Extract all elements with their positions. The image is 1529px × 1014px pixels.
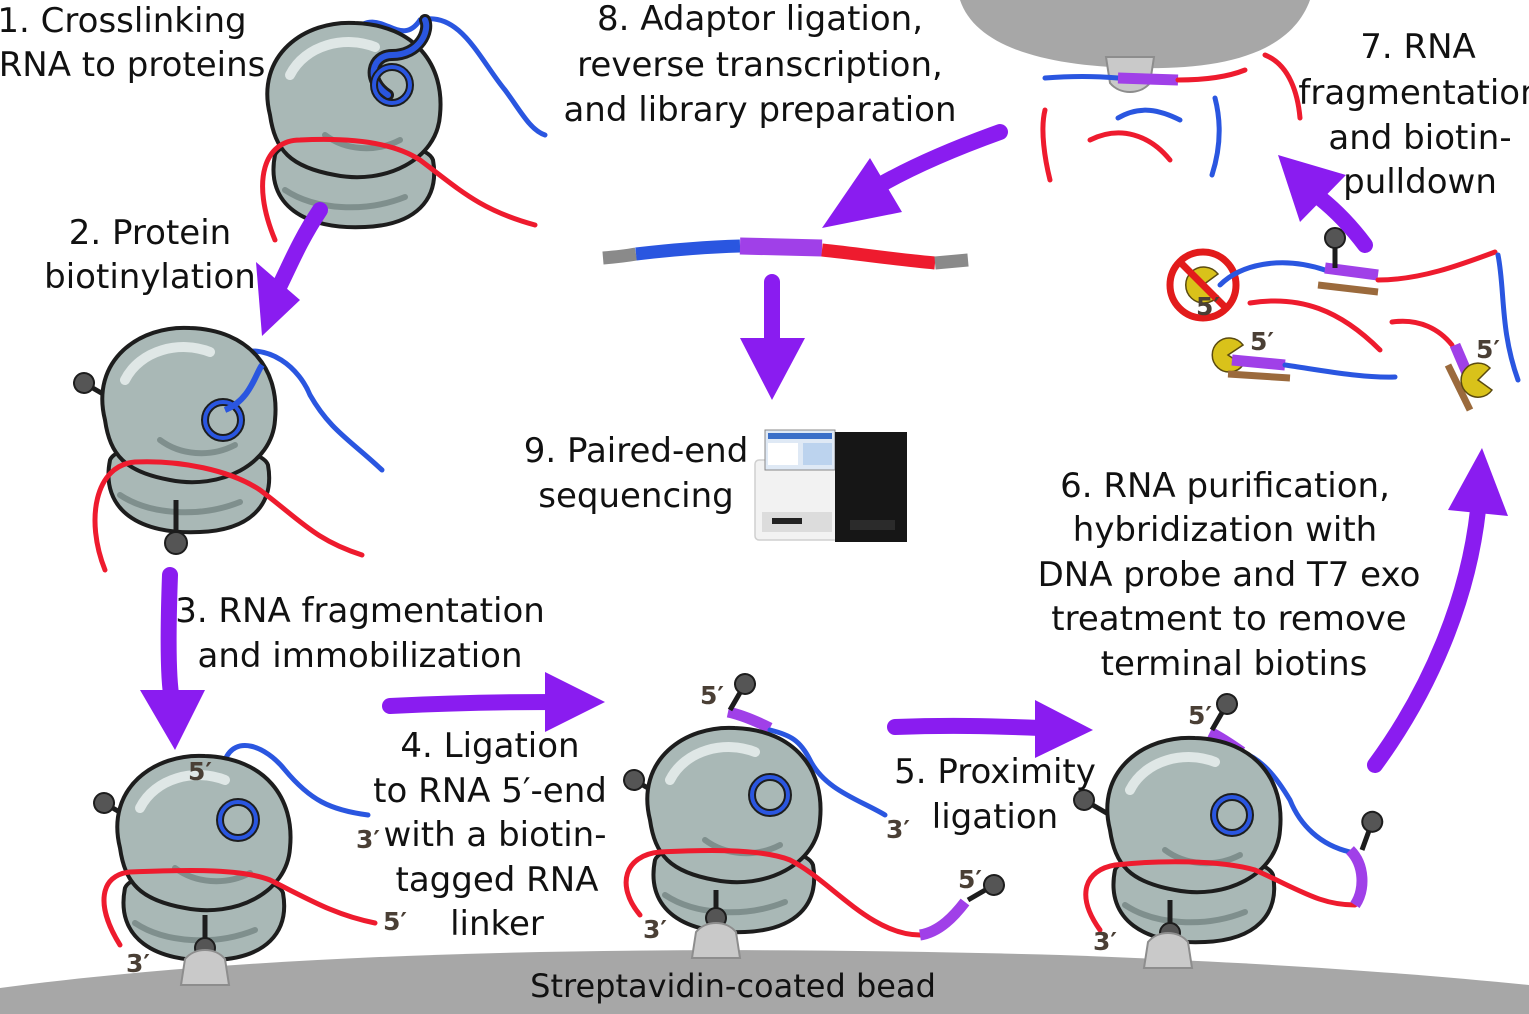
step3-five-prime-top: 5′ (188, 757, 212, 786)
step9-label-line1: 9. Paired-end (524, 431, 749, 471)
step6-label-line5: terminal biotins (1101, 644, 1368, 684)
step2-label-line1: 2. Protein (69, 213, 231, 253)
arrow-step7-to-step8 (822, 124, 1008, 228)
arrow-step6-to-step7 (1278, 155, 1373, 253)
step7-label-line2: fragmentation (1298, 73, 1529, 113)
step5-protein-rna (1070, 690, 1385, 969)
step4-three-prime-left: 3′ (643, 915, 667, 944)
step4-label-line5: linker (450, 904, 544, 944)
step8-label-line1: 8. Adaptor ligation, (597, 0, 923, 39)
step1-protein-rna (260, 14, 548, 243)
step7-label-line3: and biotin- (1328, 118, 1511, 158)
step6-five-prime-blocked: 5′ (1196, 292, 1220, 321)
step3-protein-rna (90, 743, 378, 986)
step4-label-line3: with a biotin- (383, 815, 606, 855)
step8-label-line2: reverse transcription, (577, 45, 943, 85)
step3-three-prime-left: 3′ (126, 949, 150, 978)
step5-three-prime-left: 3′ (1093, 927, 1117, 956)
bead-label: Streptavidin-coated bead (530, 967, 936, 1005)
step1-label-line2: RNA to proteins (0, 45, 265, 85)
step2-label-line2: biotinylation (44, 257, 256, 297)
step8-label-line3: and library preparation (563, 90, 956, 130)
arrow-step2-to-step3 (140, 567, 205, 750)
step2-protein-rna (70, 328, 385, 573)
step7-pulldown-fragments (1040, 52, 1303, 183)
step3-three-prime-right: 3′ (356, 825, 380, 854)
step9-label-line2: sequencing (538, 476, 734, 516)
step6-five-prime-right: 5′ (1476, 335, 1500, 364)
exonuclease-pacman-icon-2 (1211, 337, 1245, 373)
step3-five-prime-right: 5′ (383, 907, 407, 936)
step4-label-line4: tagged RNA (396, 860, 599, 900)
step6-label-line4: treatment to remove (1051, 599, 1406, 639)
step6-hybridized-fragments (1166, 228, 1521, 412)
step4-five-prime-right: 5′ (958, 865, 982, 894)
arrow-step6-up (1367, 448, 1508, 773)
step4-label-line2: to RNA 5′-end (373, 771, 607, 811)
step7-label-line4: pulldown (1343, 162, 1497, 202)
arrow-step3-to-step4 (382, 672, 605, 732)
arrow-step8-to-step9 (740, 274, 805, 400)
step5-label-line2: ligation (932, 797, 1058, 837)
arrow-step4-to-step5 (887, 700, 1093, 758)
step1-label-line1: 1. Crosslinking (0, 1, 247, 41)
step4-label-line1: 4. Ligation (400, 726, 579, 766)
step6-label-line2: hybridization with (1073, 510, 1377, 550)
step8-library-fragment (602, 237, 969, 270)
step4-five-prime-top: 5′ (700, 681, 724, 710)
step5-label-line1: 5. Proximity (894, 752, 1096, 792)
step4-three-prime-right: 3′ (886, 815, 910, 844)
step3-label-line2: and immobilization (198, 636, 523, 676)
exonuclease-pacman-icon-3 (1460, 362, 1494, 398)
step6-five-prime-left: 5′ (1250, 327, 1274, 356)
step6-label-line1: 6. RNA purification, (1060, 466, 1390, 506)
step5-five-prime-top: 5′ (1188, 701, 1212, 730)
step7-label-line1: 7. RNA (1360, 27, 1476, 67)
arrow-step1-to-step2 (256, 202, 328, 336)
bead-top (960, 0, 1310, 69)
step6-label-line3: DNA probe and T7 exo (1038, 555, 1421, 595)
step3-label-line1: 3. RNA fragmentation (175, 591, 545, 631)
step4-protein-rna (620, 670, 1007, 959)
sequencer-icon (754, 429, 907, 542)
